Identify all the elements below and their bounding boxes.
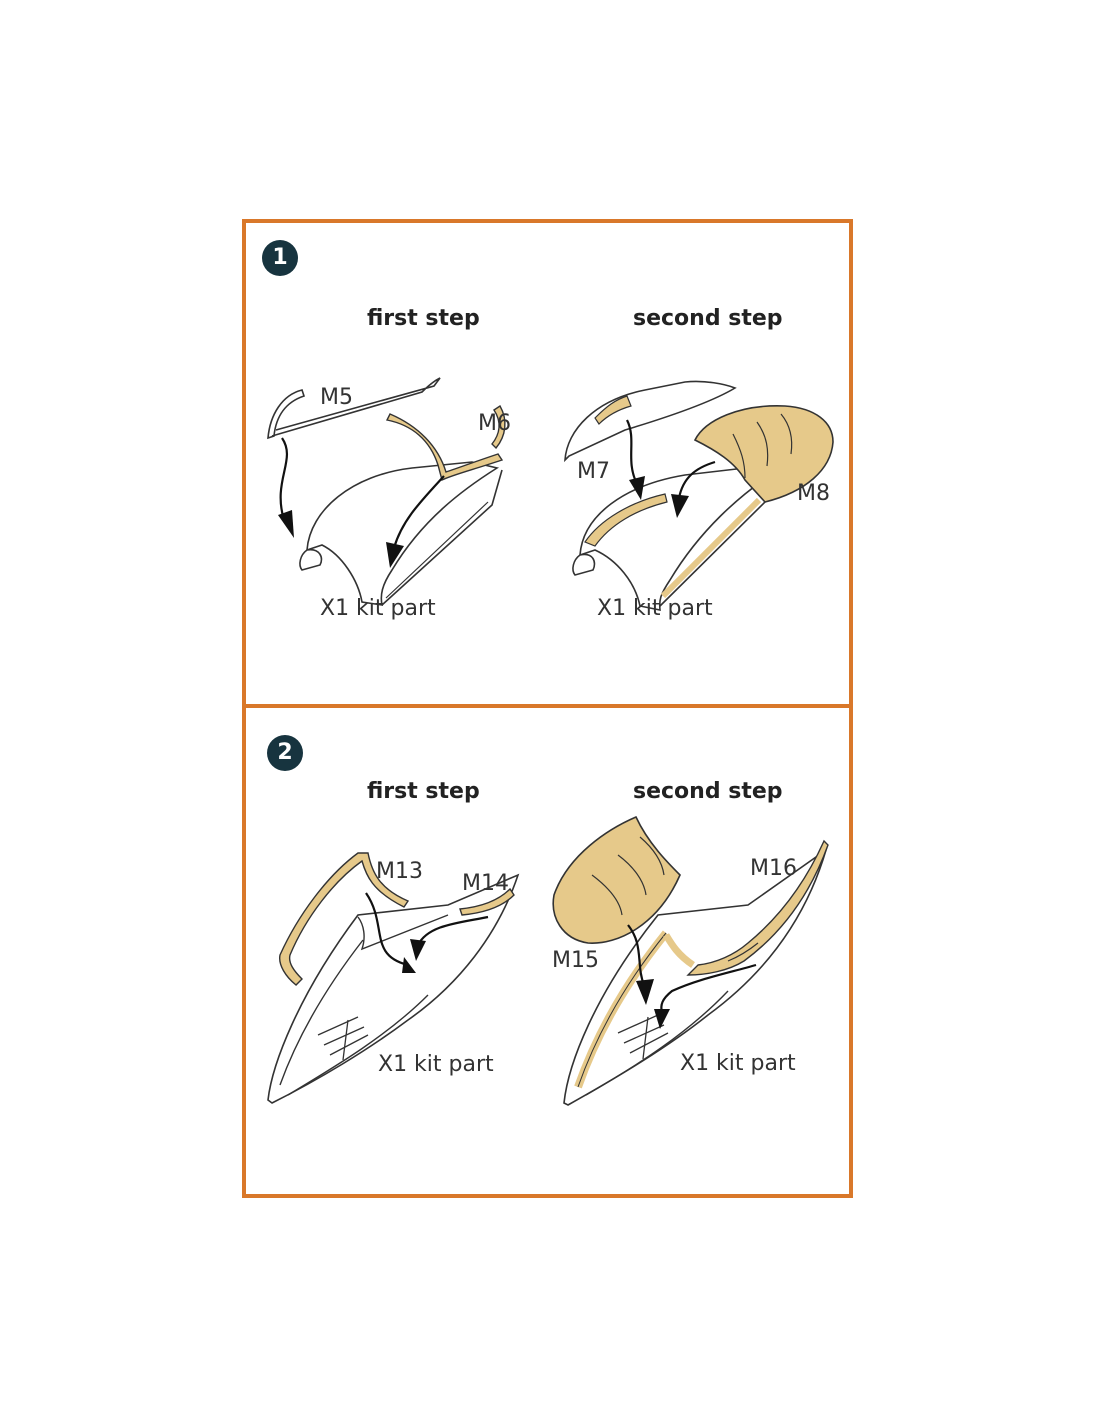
section-2-first-step-heading: first step <box>367 779 480 804</box>
part-label-m15: M15 <box>552 948 599 973</box>
section-2-first-step-diagram: M13 M14 X1 kit part <box>267 852 520 1104</box>
section-2-second-step-diagram: M16 M15 X1 kit part <box>552 815 829 1106</box>
kit-part-label: X1 kit part <box>597 596 713 621</box>
part-label-m8: M8 <box>797 481 830 506</box>
step-number-badge-2: 2 <box>267 735 303 771</box>
section-1-first-step-diagram: M5 M6 X1 kit part <box>267 377 511 621</box>
section-1-second-step-heading: second step <box>633 306 783 331</box>
section-divider <box>242 704 853 708</box>
part-label-m5: M5 <box>320 385 353 410</box>
kit-part-label: X1 kit part <box>378 1052 494 1077</box>
part-label-m14: M14 <box>462 871 509 896</box>
part-label-m16: M16 <box>750 856 797 881</box>
section-1-first-step-heading: first step <box>367 306 480 331</box>
kit-part-label: X1 kit part <box>680 1051 796 1076</box>
part-label-m6: M6 <box>478 411 511 436</box>
kit-part-label: X1 kit part <box>320 596 436 621</box>
part-label-m7: M7 <box>577 459 610 484</box>
part-label-m13: M13 <box>376 859 423 884</box>
section-2-second-step-heading: second step <box>633 779 783 804</box>
section-1-second-step-diagram: M7 M8 X1 kit part <box>564 380 834 621</box>
step-number-badge-1: 1 <box>262 240 298 276</box>
instruction-frame <box>242 219 853 1198</box>
